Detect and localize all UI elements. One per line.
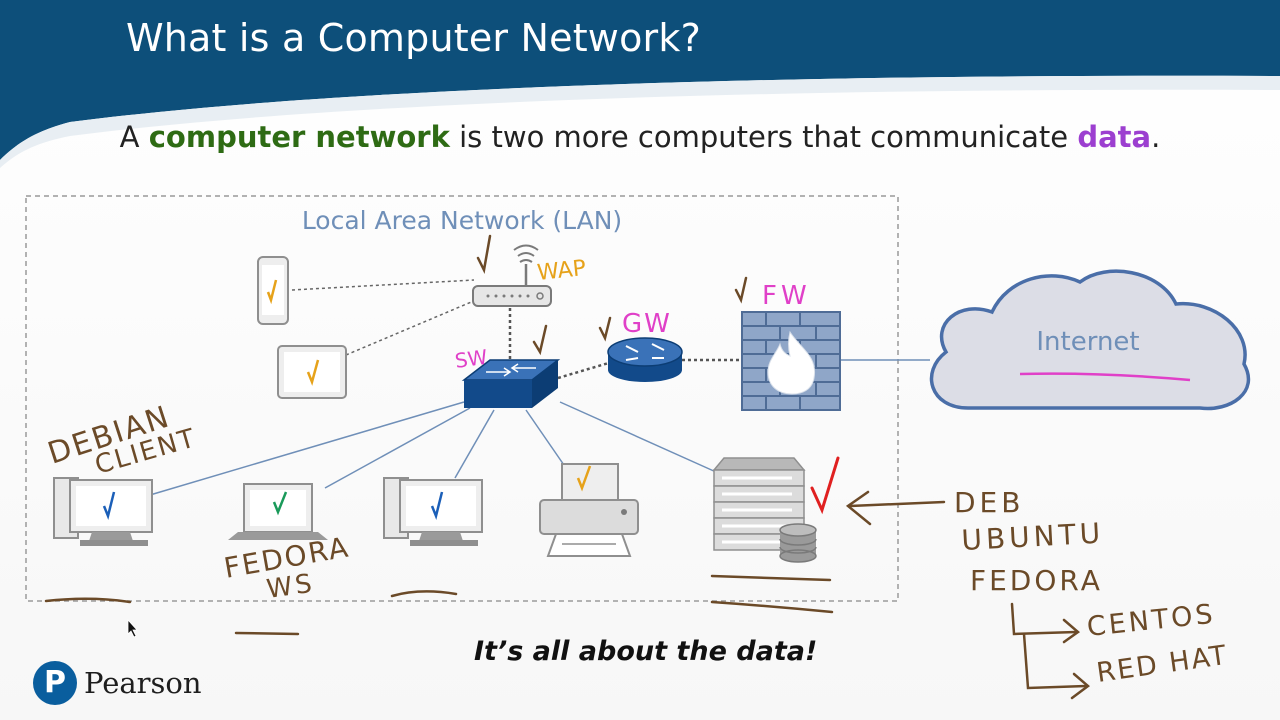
internet-cloud-icon: Internet — [929, 269, 1251, 411]
distro-red-hat: RED HAT — [1095, 640, 1230, 689]
distro-ubuntu: UBUNTU — [961, 517, 1105, 557]
smartphone-icon — [257, 256, 289, 325]
wireless-access-point-icon — [472, 244, 552, 307]
firewall-icon — [741, 311, 841, 411]
server-icon — [712, 457, 817, 563]
slide-definition: A computer network is two more computers… — [0, 120, 1280, 154]
switch-icon — [461, 359, 561, 408]
handwritten-checkmarks — [476, 234, 840, 515]
tablet-icon — [277, 345, 347, 399]
brand-name: Pearson — [84, 666, 202, 700]
distro-centos: CENTOS — [1085, 599, 1217, 643]
lan-boundary — [25, 195, 899, 602]
definition-data-word: data — [1077, 120, 1152, 154]
router-icon — [607, 337, 683, 382]
internet-label: Internet — [1036, 327, 1139, 357]
definition-prefix: A — [119, 120, 149, 154]
laptop-icon — [228, 483, 328, 540]
definition-suffix: . — [1151, 120, 1161, 154]
definition-term: computer network — [148, 120, 450, 154]
distro-deb: DEB — [954, 486, 1024, 519]
mouse-pointer-icon — [127, 618, 138, 638]
handwritten-tree-connector — [1010, 602, 1090, 700]
handwritten-arrow — [845, 490, 946, 526]
desktop-computer-icon — [53, 477, 153, 546]
printer-icon — [539, 463, 639, 557]
definition-middle: is two more computers that communicate — [449, 120, 1078, 154]
lan-label: Local Area Network (LAN) — [302, 206, 622, 235]
header-band — [0, 0, 1280, 168]
connection-lines — [149, 279, 930, 496]
ws-annotation: WS — [265, 569, 317, 605]
gw-annotation: GW — [622, 309, 672, 339]
sw-annotation: SW — [453, 345, 489, 373]
pearson-logo-icon: P — [33, 661, 77, 705]
slide-tagline: It’s all about the data! — [474, 636, 818, 667]
slide-title: What is a Computer Network? — [126, 16, 701, 60]
database-icon — [779, 523, 817, 563]
fw-annotation: FW — [762, 281, 811, 311]
wap-annotation: WAP — [536, 256, 587, 286]
desktop-computer-icon — [383, 477, 483, 546]
distro-fedora: FEDORA — [970, 564, 1103, 597]
handwritten-underlines — [44, 574, 834, 636]
